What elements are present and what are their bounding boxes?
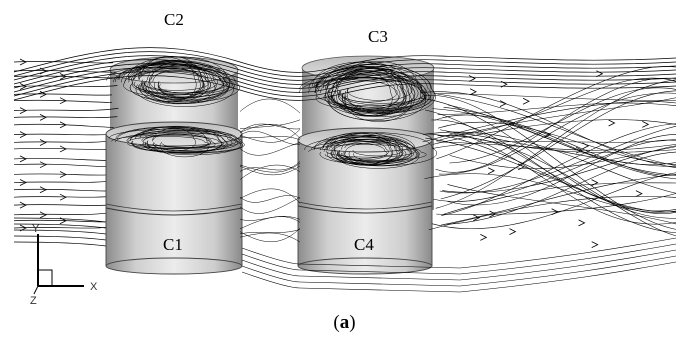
label-c4: C4: [354, 235, 374, 254]
axis-x-label: X: [90, 281, 98, 293]
streamlines-front: [19, 58, 677, 293]
streamlines-back: [13, 47, 677, 247]
axis-y-label: Y: [32, 223, 40, 235]
label-c1: C1: [163, 235, 183, 254]
axis-z-label: Z: [30, 295, 37, 307]
label-c3: C3: [368, 27, 388, 46]
label-c2: C2: [164, 10, 184, 29]
figure-caption: (a): [333, 312, 356, 333]
axis-triad: Y X Z: [30, 223, 98, 307]
